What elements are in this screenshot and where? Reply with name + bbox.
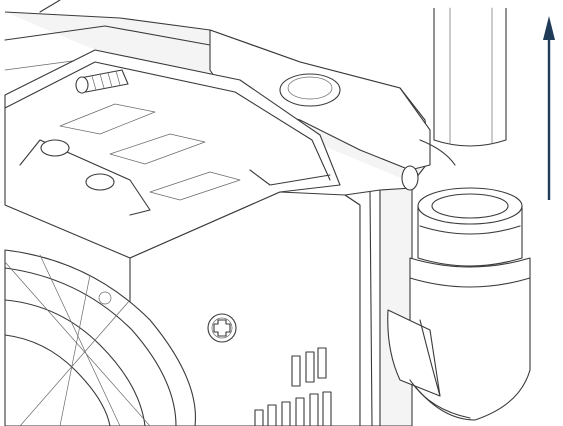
- vertical-tube: [433, 7, 507, 147]
- set-screw: [75, 69, 129, 94]
- direction-arrow: [543, 16, 555, 200]
- phillips-screw: [207, 313, 237, 343]
- arrow-up-icon: [543, 16, 555, 40]
- fan-guard: [4, 249, 197, 426]
- mounting-plate: [4, 49, 341, 259]
- push-fit-fitting: [387, 165, 531, 421]
